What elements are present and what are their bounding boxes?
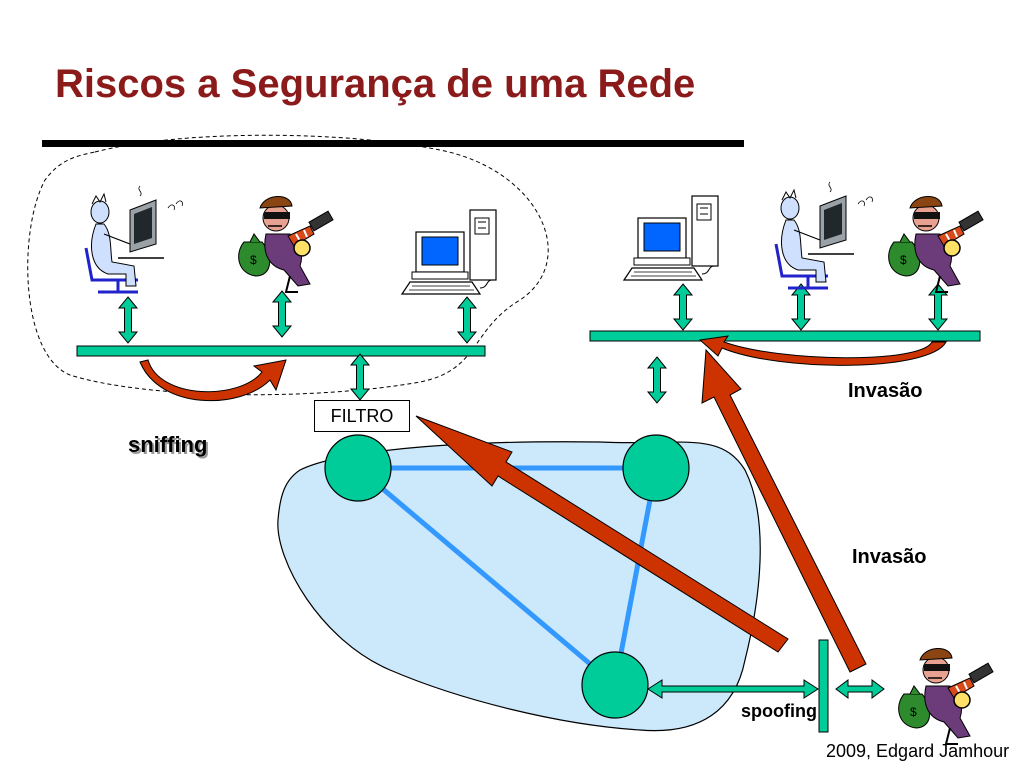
link-r1-r3 [356,466,617,687]
router-2 [622,434,690,502]
spoofing-label: spoofing [741,701,817,721]
bus-left [76,345,486,357]
bus-right [589,330,981,342]
connector-thief-right [928,283,948,331]
connector-pc-right [673,283,693,331]
bus-spoofing [818,639,829,733]
connector-router3-spoof [647,679,819,699]
connector-user-left [118,296,138,344]
connector-router2-bus [647,356,667,404]
user-at-computer-icon [84,184,185,294]
filtro-attack-arrow [415,415,789,653]
connector-thief-left [272,290,292,338]
slide-title: Riscos a Segurança de uma Rede [55,62,696,106]
router-1 [324,434,392,502]
sniffing-label: sniffing [128,432,208,457]
invasao-curved-arrow [698,335,947,366]
link-r2-r3 [612,467,659,686]
connector-pc-left [457,296,477,344]
sniffing-region [27,134,549,396]
footer-copyright: 2009, Edgard Jamhour [826,741,1010,761]
user-at-computer-icon [774,180,875,290]
connector-filtro [350,353,370,401]
invasao-long-arrow [701,348,867,673]
invasao-label-mid: Invasão [852,546,927,568]
router-3 [581,651,649,719]
computer-icon [401,209,497,295]
computer-icon [623,195,719,281]
sniffing-arrow [139,359,287,402]
connector-user-right [791,283,811,331]
connector-spoof-thief [835,679,885,699]
filtro-box: FILTRO [314,400,410,432]
thief-icon [237,195,335,293]
thief-icon [897,647,995,745]
thief-icon [887,195,985,293]
title-rule [42,140,744,147]
invasao-label-top: Invasão [848,380,923,402]
